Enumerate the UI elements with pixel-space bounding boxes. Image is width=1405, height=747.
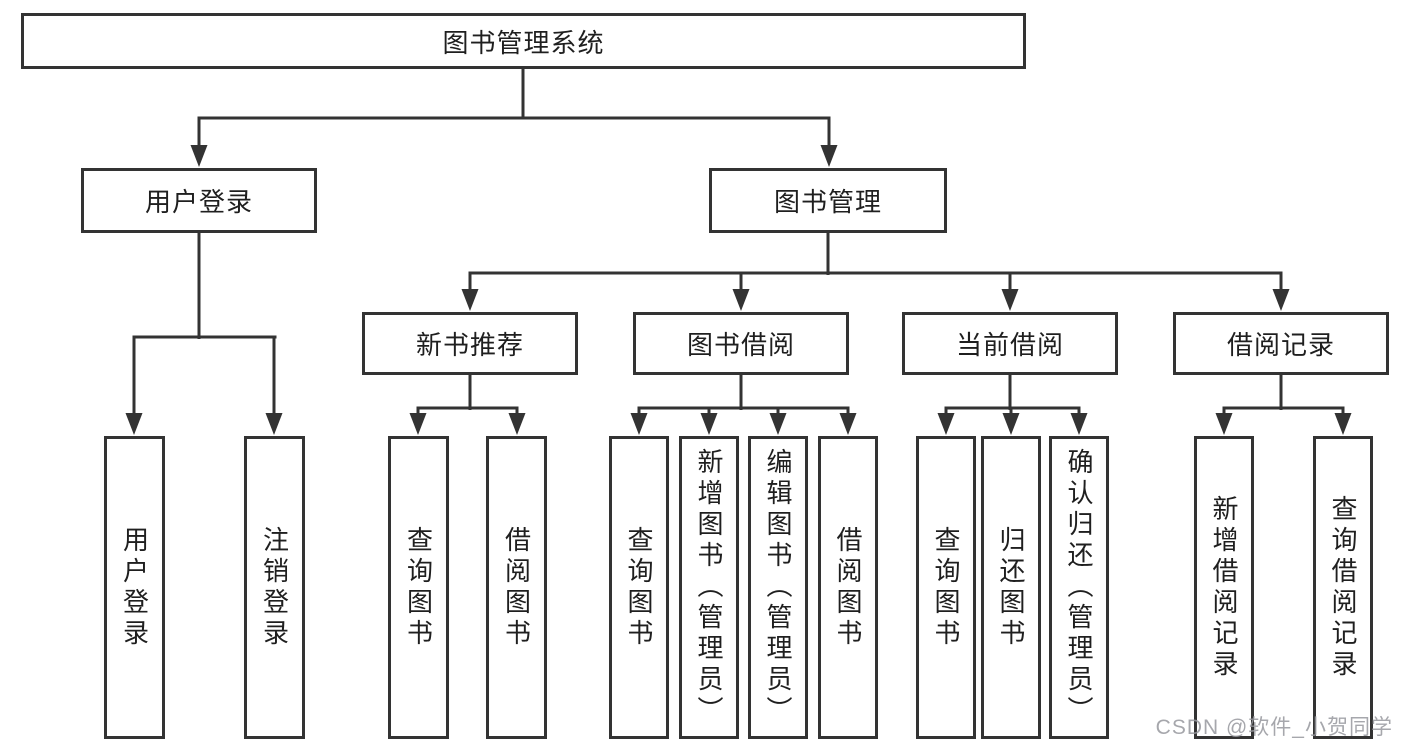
node-label: 编辑图书（管理员）	[763, 448, 793, 727]
node-label: 图书管理系统	[442, 27, 605, 58]
node-book-borrowing: 图书借阅	[633, 312, 849, 375]
node-book-management: 图书管理	[709, 168, 947, 233]
node-query-books-current: 查询图书	[916, 436, 976, 739]
node-label: 注销登录	[259, 525, 290, 650]
node-current-borrowing: 当前借阅	[902, 312, 1118, 375]
node-label: 用户登录	[119, 525, 150, 650]
node-label: 确认归还（管理员）	[1064, 448, 1094, 727]
node-label: 查询图书	[624, 525, 654, 650]
node-borrowing-records: 借阅记录	[1173, 312, 1389, 375]
node-add-books-admin: 新增图书（管理员）	[679, 436, 739, 739]
node-query-books-recommend: 查询图书	[388, 436, 449, 739]
node-library-management-system: 图书管理系统	[21, 13, 1026, 69]
node-logout: 注销登录	[244, 436, 305, 739]
node-query-borrow-record: 查询借阅记录	[1313, 436, 1373, 739]
node-new-book-recommendation: 新书推荐	[362, 312, 578, 375]
node-label: 图书管理	[773, 187, 882, 217]
node-label: 借阅图书	[501, 525, 532, 650]
node-confirm-return-admin: 确认归还（管理员）	[1049, 436, 1109, 739]
node-label: 借阅图书	[833, 525, 863, 650]
node-return-books: 归还图书	[981, 436, 1041, 739]
node-label: 归还图书	[996, 525, 1026, 650]
node-edit-books-admin: 编辑图书（管理员）	[748, 436, 808, 739]
node-label: 新增图书（管理员）	[694, 448, 724, 727]
watermark: CSDN @软件_小贺同学	[1155, 716, 1393, 739]
node-borrow-books: 借阅图书	[818, 436, 878, 739]
node-label: 新增借阅记录	[1209, 494, 1239, 681]
node-label: 图书借阅	[686, 330, 795, 360]
node-borrow-books-recommend: 借阅图书	[486, 436, 547, 739]
node-label: 当前借阅	[955, 330, 1064, 360]
node-query-books-borrow: 查询图书	[609, 436, 669, 739]
node-label: 查询借阅记录	[1328, 494, 1358, 681]
node-user-login: 用户登录	[81, 168, 317, 233]
node-label: 查询图书	[403, 525, 434, 650]
node-label: 借阅记录	[1226, 330, 1335, 360]
node-label: 用户登录	[144, 187, 253, 217]
node-label: 查询图书	[931, 525, 961, 650]
node-user-login-action: 用户登录	[104, 436, 165, 739]
node-add-borrow-record: 新增借阅记录	[1194, 436, 1254, 739]
node-label: 新书推荐	[415, 330, 524, 360]
